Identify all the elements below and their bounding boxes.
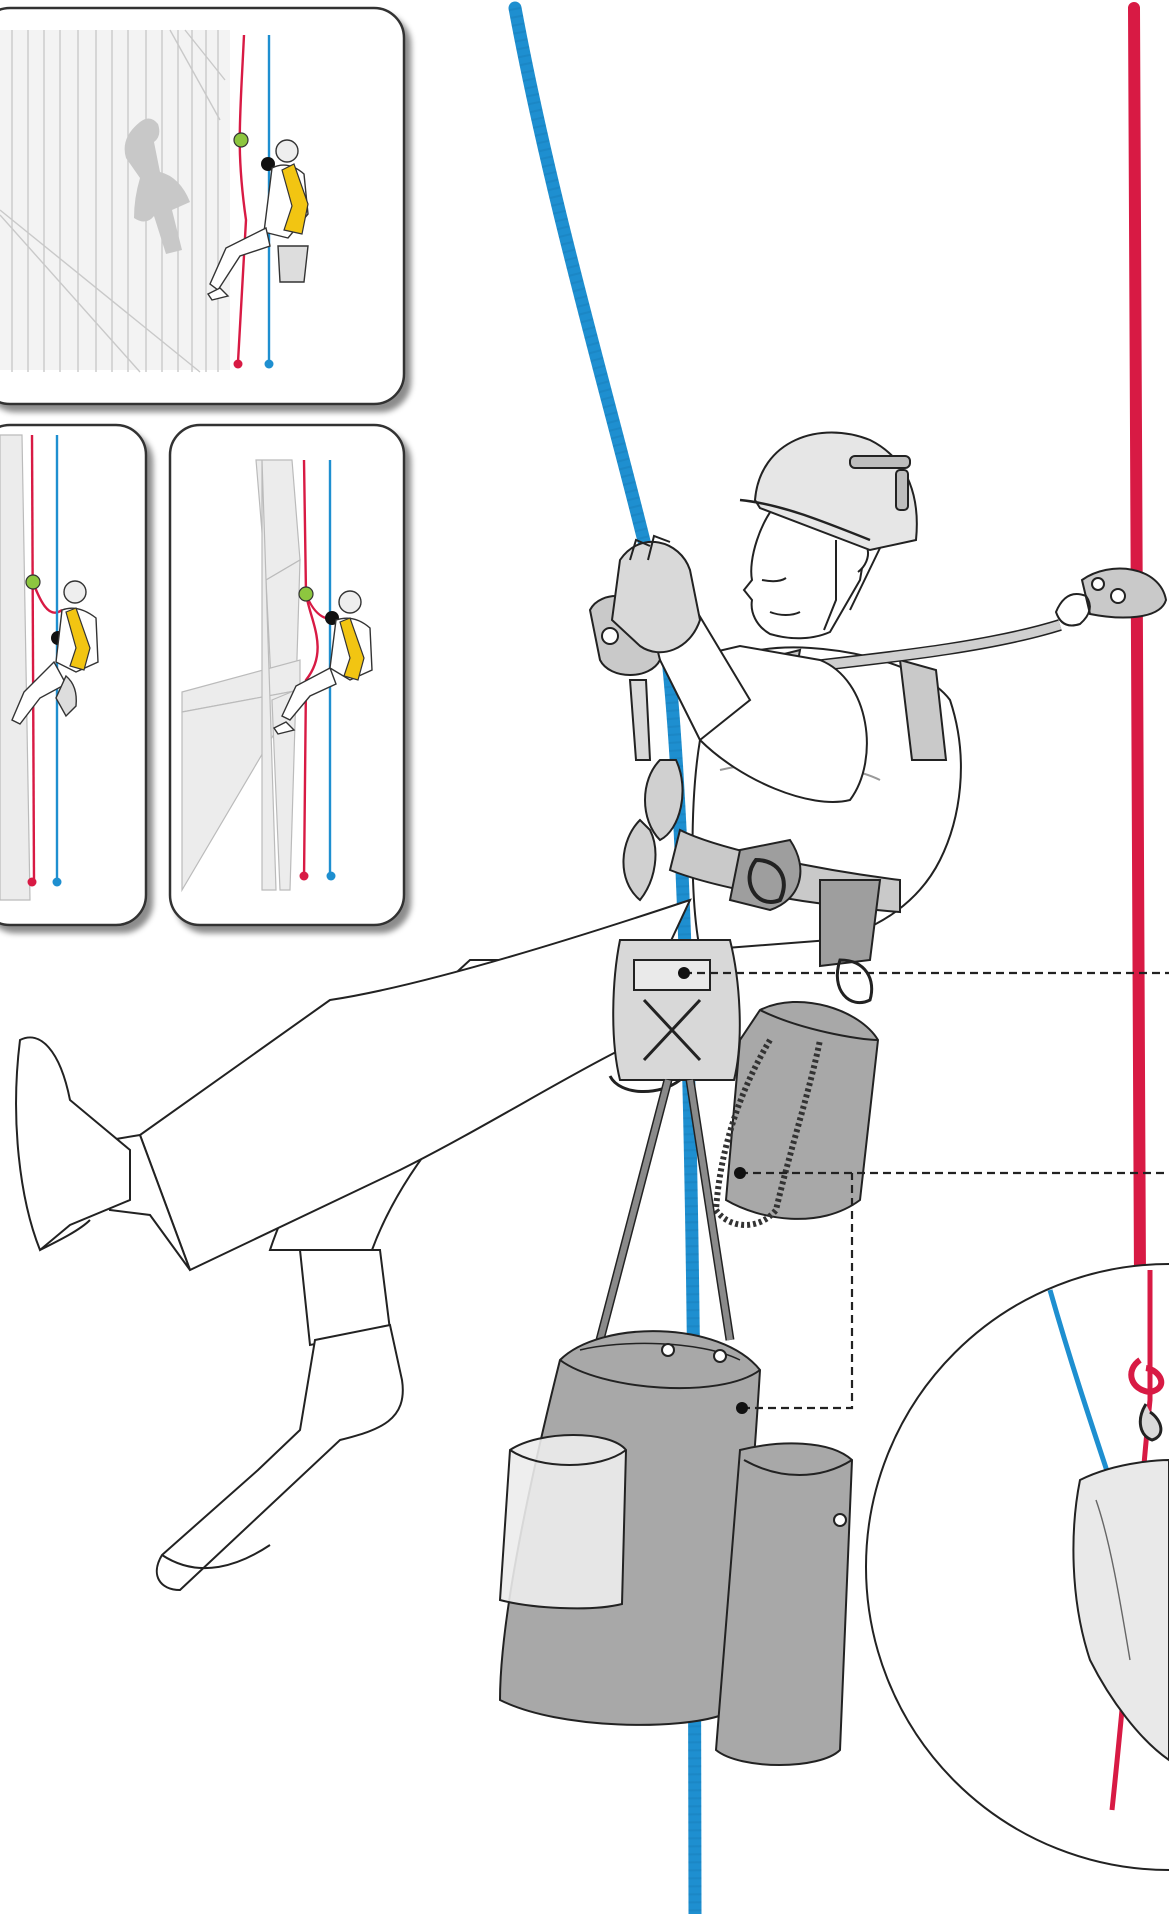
inset-panel-structure-beams xyxy=(170,425,404,925)
inset-panel-overhang xyxy=(0,425,146,925)
callout-dot-upper xyxy=(678,967,690,979)
knot-bag-detail xyxy=(866,1264,1169,1870)
straps xyxy=(600,1080,730,1340)
callout-dot-bag xyxy=(736,1402,748,1414)
inset-panel-building-facade xyxy=(0,8,404,404)
callout-dot-lower xyxy=(734,1167,746,1179)
backup-device xyxy=(1056,569,1166,626)
side-cylinder-bag xyxy=(716,1443,852,1765)
pouch xyxy=(610,940,740,1092)
backup-rope xyxy=(1134,8,1140,1280)
small-white-bag xyxy=(500,1435,626,1608)
head xyxy=(740,433,917,639)
